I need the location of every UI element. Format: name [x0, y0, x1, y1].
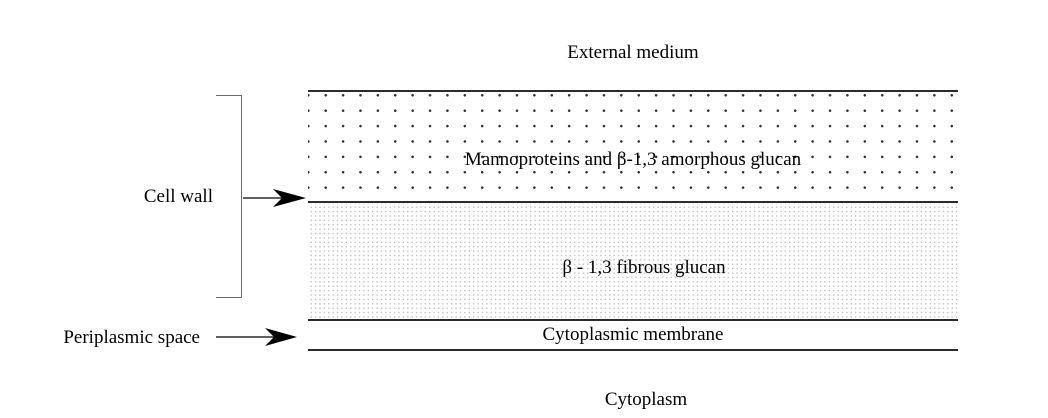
cytoplasmic-membrane-label: Cytoplasmic membrane — [542, 324, 724, 345]
layer-fibrous-glucan: β - 1,3 fibrous glucan — [308, 203, 958, 321]
fibrous-glucan-label: β - 1,3 fibrous glucan — [562, 257, 726, 278]
layer-amorphous-glucan: Mannoproteins and β-1,3 amorphous glucan — [308, 90, 958, 203]
layer-stack: Mannoproteins and β-1,3 amorphous glucan… — [308, 90, 958, 351]
cell-wall-arrow-icon — [243, 189, 306, 207]
periplasmic-space-arrow-icon — [216, 328, 297, 346]
periplasmic-space-label: Periplasmic space — [63, 327, 200, 348]
cell-wall-bracket-icon — [216, 95, 242, 298]
amorphous-glucan-label: Mannoproteins and β-1,3 amorphous glucan — [464, 149, 802, 170]
layer-cytoplasmic-membrane: Cytoplasmic membrane — [308, 321, 958, 351]
cytoplasm-label: Cytoplasm — [604, 389, 688, 410]
external-medium-label: External medium — [567, 42, 699, 63]
cell-wall-label: Cell wall — [143, 186, 213, 207]
